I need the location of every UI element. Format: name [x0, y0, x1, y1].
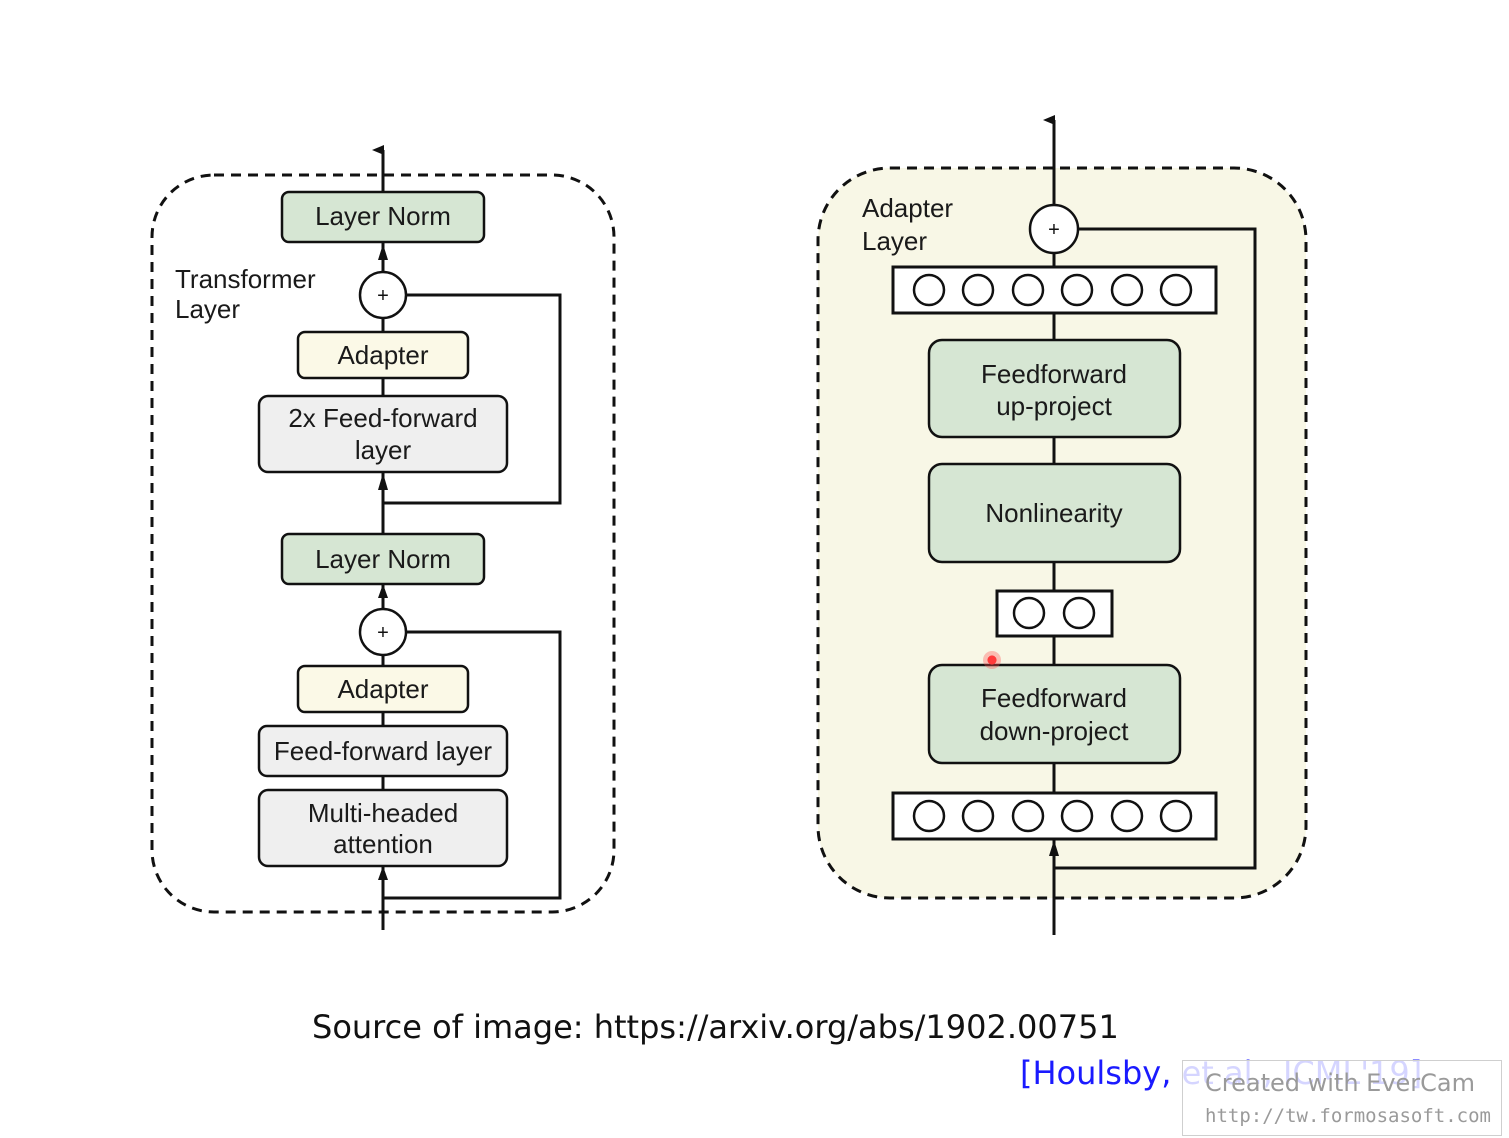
neuron-icon [912, 273, 946, 307]
transformer-skip-connection-bottom [383, 630, 562, 900]
transformer-add-bottom-symbol: + [377, 622, 389, 644]
arrowhead [1049, 840, 1059, 856]
neuron-icon [1159, 799, 1193, 833]
adapter-add-icon [1028, 203, 1080, 255]
ffn-label: Feed-forward layer [274, 736, 493, 766]
up-project-label-line1: Feedforward [981, 359, 1127, 389]
adapter-skip-connection [1054, 227, 1257, 870]
arrowhead [378, 244, 388, 260]
adapter-bottom-box [296, 664, 470, 714]
transformer-add-bottom-icon [358, 607, 408, 657]
mha-label-line1: Multi-headed [308, 798, 458, 828]
evercam-watermark: Created with EverCam http://tw.formosaso… [1182, 1060, 1502, 1136]
neuron-icon [1011, 799, 1045, 833]
neuron-icon [1060, 799, 1094, 833]
neuron-icon [1110, 799, 1144, 833]
ffn-2x-label-line2: layer [355, 435, 412, 465]
up-project-box [927, 338, 1182, 439]
watermark-line1: Created with EverCam [1205, 1069, 1475, 1097]
transformer-add-top-symbol: + [377, 285, 389, 307]
arrowhead [378, 473, 388, 490]
down-project-label-line2: down-project [980, 716, 1130, 746]
nonlinearity-label: Nonlinearity [985, 498, 1122, 528]
image-source-caption: Source of image: https://arxiv.org/abs/1… [312, 1008, 1119, 1046]
neuron-icon [961, 273, 995, 307]
up-project-label-line2: up-project [996, 391, 1112, 421]
ffn-2x-label-line1: 2x Feed-forward [288, 403, 477, 433]
adapter-bottom-label: Adapter [337, 674, 428, 704]
nonlinearity-box [927, 462, 1182, 564]
adapter-top-box [296, 330, 470, 380]
neuron-icon [1012, 596, 1046, 630]
neuron-icon [961, 799, 995, 833]
output-vector-units [912, 273, 1193, 307]
adapter-add-symbol: + [1048, 219, 1060, 241]
neuron-icon [1159, 273, 1193, 307]
mha-label-line2: attention [333, 829, 433, 859]
arrowhead [378, 584, 388, 598]
layer-norm-top-label: Layer Norm [315, 201, 451, 231]
adapter-top-label: Adapter [337, 340, 428, 370]
ffn-box [257, 724, 509, 778]
transformer-layer-label-line1: Transformer [175, 264, 316, 294]
down-project-label-line1: Feedforward [981, 683, 1127, 713]
neuron-icon [912, 799, 946, 833]
down-project-box [927, 663, 1182, 765]
transformer-layer-diagram: Layer Norm + Adapter 2x Feed-forward lay… [150, 145, 616, 930]
adapter-layer-label-line2: Layer [862, 226, 927, 256]
arrowhead [378, 866, 388, 880]
ffn-2x-box [257, 394, 509, 474]
transformer-add-top-icon [358, 270, 408, 320]
watermark-line2: http://tw.formosasoft.com [1205, 1105, 1491, 1127]
neuron-icon [1060, 273, 1094, 307]
adapter-layer-diagram: + Feedforward up-project Nonlinearity Fe… [816, 115, 1308, 935]
layer-norm-top-box [280, 190, 486, 244]
adapter-layer-label-line1: Adapter [862, 193, 953, 223]
transformer-layer-label-line2: Layer [175, 294, 240, 324]
neuron-icon [1110, 273, 1144, 307]
neuron-icon [1062, 596, 1096, 630]
transformer-skip-connection-top [383, 293, 562, 505]
layer-norm-bottom-label: Layer Norm [315, 544, 451, 574]
input-vector-units [912, 799, 1193, 833]
neuron-icon [1011, 273, 1045, 307]
laser-pointer-icon [983, 651, 1001, 669]
